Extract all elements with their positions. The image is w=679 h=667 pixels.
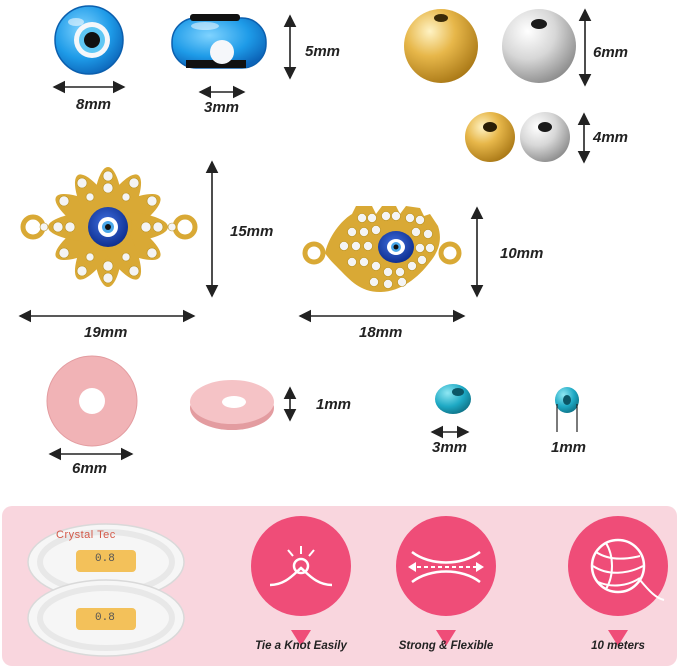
label-sun-charm-width: 19mm — [84, 324, 128, 341]
feature-panel-artwork — [27, 516, 668, 657]
spool-size-top: 0.8 — [95, 553, 115, 565]
seed-bead-front — [435, 384, 471, 414]
evil-eye-bead-front — [54, 5, 124, 75]
feature-caption-length: 10 meters — [591, 640, 645, 652]
silver-bead-large — [502, 9, 576, 83]
seed-bead-side — [555, 387, 579, 413]
label-hamsa-charm-width: 18mm — [359, 324, 403, 341]
label-sun-charm-height: 15mm — [230, 223, 274, 240]
knot-icon — [251, 516, 351, 646]
label-clay-disc-diameter: 6mm — [72, 460, 108, 477]
spool-brand-top: Crystal Tec — [56, 529, 116, 541]
feature-caption-strong: Strong & Flexible — [398, 640, 494, 652]
feature-caption-knot: Tie a Knot Easily — [255, 640, 347, 652]
label-evil-eye-thickness: 3mm — [204, 99, 240, 116]
stretch-icon — [396, 516, 496, 646]
gold-bead-small — [465, 112, 515, 162]
clay-disc-side — [190, 380, 274, 430]
label-metal-bead-small: 4mm — [593, 129, 629, 146]
label-clay-disc-thickness: 1mm — [316, 396, 352, 413]
label-seed-bead-hole: 1mm — [551, 439, 587, 456]
label-metal-bead-large: 6mm — [593, 44, 629, 61]
sun-connector-charm — [20, 167, 198, 287]
silver-bead-small — [520, 112, 570, 162]
elastic-cord-spool-bottom — [27, 579, 185, 657]
evil-eye-bead-side — [171, 14, 267, 69]
label-hamsa-charm-height: 10mm — [500, 245, 544, 262]
label-evil-eye-height: 5mm — [305, 43, 341, 60]
label-evil-eye-diameter: 8mm — [76, 96, 112, 113]
gold-bead-large — [404, 9, 478, 83]
hamsa-connector-charm — [302, 206, 462, 292]
yarn-ball-icon — [568, 516, 668, 646]
spool-size-bottom: 0.8 — [95, 612, 115, 624]
label-seed-bead-diameter: 3mm — [432, 439, 468, 456]
clay-disc-front — [46, 355, 138, 447]
